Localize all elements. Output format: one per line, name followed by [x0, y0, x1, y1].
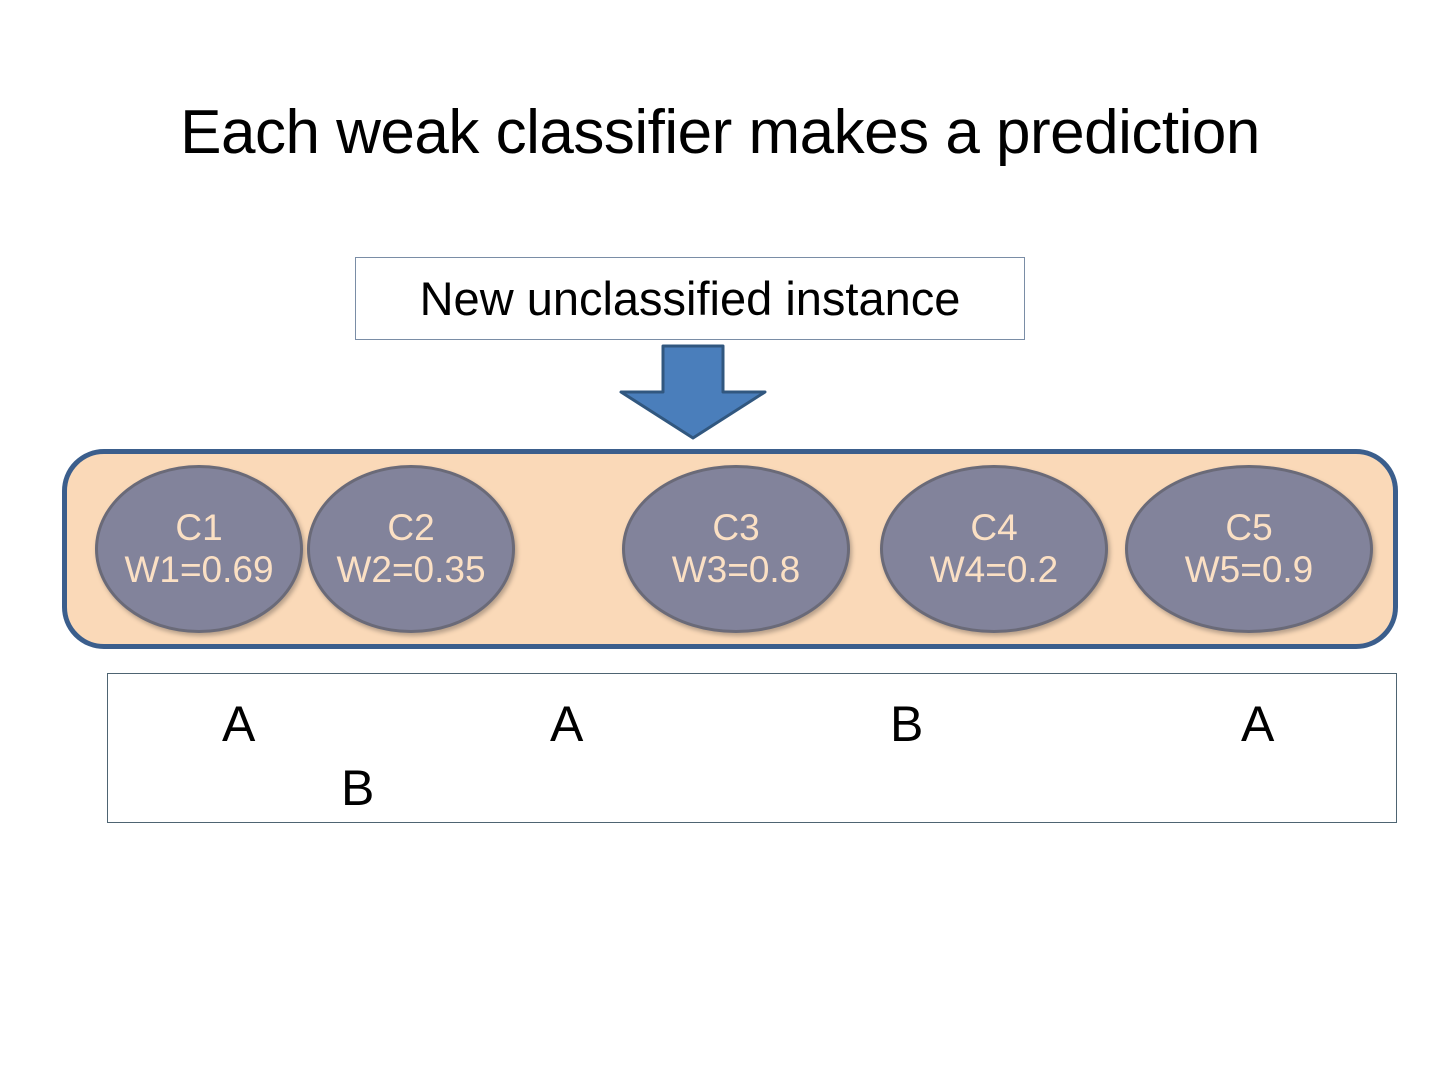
classifier-node-c4[interactable]: C4 W4=0.2 — [880, 465, 1108, 633]
prediction-label: B — [890, 696, 924, 752]
new-instance-box: New unclassified instance — [355, 257, 1025, 340]
weak-classifier-band: C1 W1=0.69 C2 W2=0.35 C3 W3=0.8 C4 W4=0.… — [62, 449, 1398, 649]
classifier-node-c1[interactable]: C1 W1=0.69 — [95, 465, 303, 633]
page-title: Each weak classifier makes a prediction — [180, 98, 1260, 167]
prediction-label: A — [1241, 696, 1275, 752]
down-arrow-shape — [619, 344, 767, 440]
classifier-weight: W1=0.69 — [124, 549, 274, 590]
classifier-name: C1 — [175, 507, 223, 548]
classifier-name: C2 — [387, 507, 435, 548]
classifier-name: C5 — [1225, 507, 1273, 548]
predictions-box: A A B A B — [107, 673, 1397, 823]
prediction-label: A — [550, 696, 584, 752]
classifier-weight: W3=0.8 — [671, 549, 801, 590]
classifier-node-c5[interactable]: C5 W5=0.9 — [1125, 465, 1373, 633]
classifier-weight: W2=0.35 — [336, 549, 486, 590]
classifier-name: C3 — [712, 507, 760, 548]
new-instance-label: New unclassified instance — [419, 271, 961, 325]
classifier-weight: W4=0.2 — [929, 549, 1059, 590]
classifier-weight: W5=0.9 — [1184, 549, 1314, 590]
prediction-label: B — [341, 760, 375, 816]
classifier-node-c2[interactable]: C2 W2=0.35 — [307, 465, 515, 633]
classifier-node-c3[interactable]: C3 W3=0.8 — [622, 465, 850, 633]
down-arrow-icon — [617, 344, 769, 440]
classifier-name: C4 — [970, 507, 1018, 548]
prediction-label: A — [222, 696, 256, 752]
